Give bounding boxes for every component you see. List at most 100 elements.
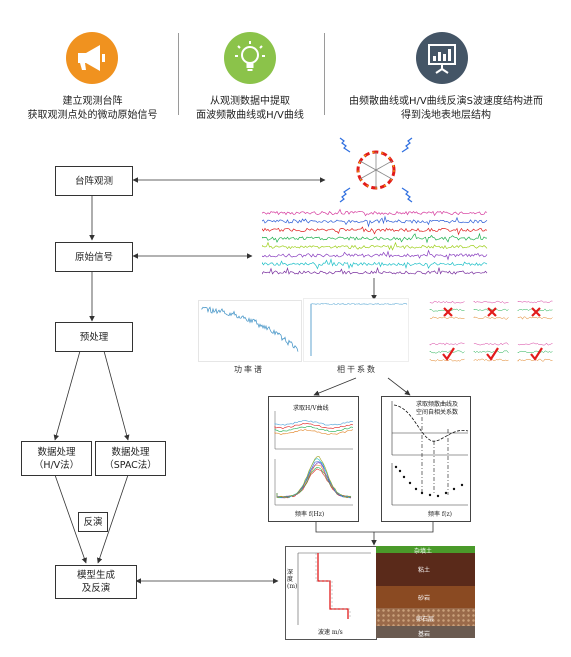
hv-curve — [276, 461, 352, 499]
preprocess-box: 预处理 — [55, 322, 133, 352]
step2-caption: 从观测数据中提取 面波频散曲线或H/V曲线 — [180, 95, 320, 123]
seismic-trace — [262, 208, 488, 217]
grid-trace — [429, 300, 465, 304]
hv-processing-box: 数据处理 （H/V法） — [21, 441, 92, 476]
hv-panel-title: 求取H/V曲线 — [293, 405, 329, 412]
grid-trace — [429, 342, 465, 346]
hv-top-curve — [274, 425, 354, 433]
model-generation-line2: 及反演 — [81, 583, 111, 594]
stratum-label-gravel: 卵石层 — [416, 616, 435, 623]
hv-processing-line2: （H/V法） — [33, 459, 80, 471]
raw-signal-traces — [262, 208, 488, 275]
grid-trace — [473, 358, 509, 362]
velocity-axis-label: 波速 m/s — [318, 629, 343, 636]
seismic-trace — [262, 232, 488, 244]
trace-selection-grid — [429, 300, 553, 363]
stratum-sandstone — [376, 586, 475, 608]
step2-line2: 面波频散曲线或H/V曲线 — [196, 110, 304, 121]
strata-column: 杂填土 粘土 砂岩 卵石层 基岩 — [376, 546, 475, 638]
spac-correlation-curve — [393, 404, 469, 442]
dispersion-point — [436, 494, 440, 498]
grid-trace — [429, 316, 465, 320]
reject-cross-icon — [443, 307, 453, 317]
seismic-trace — [262, 249, 488, 261]
grid-trace — [473, 342, 509, 346]
hv-top-curve — [274, 420, 354, 426]
wave-source-icon — [339, 137, 413, 203]
hv-curve — [276, 468, 352, 499]
grid-trace — [429, 358, 465, 362]
dispersion-point — [408, 481, 412, 485]
grid-trace — [517, 300, 553, 304]
velocity-step-line — [317, 553, 349, 619]
reject-cross-icon — [487, 307, 497, 317]
step1-caption: 建立观测台阵 获取观测点处的微动原始信号 — [10, 95, 175, 123]
stratum-bedrock — [376, 626, 475, 638]
stratum-label-sandstone: 砂岩 — [418, 595, 431, 602]
spac-processing-line1: 数据处理 — [111, 446, 150, 458]
accept-check-icon — [486, 347, 499, 361]
lightbulb-circle — [224, 32, 276, 84]
spac-title-line1: 求取频散曲线及 — [416, 401, 459, 408]
spac-freq-axis-label: 频率 f(z) — [428, 511, 452, 518]
power-spectrum-label: 功率谱 — [234, 365, 264, 374]
seismic-trace — [262, 215, 488, 228]
hv-curve — [276, 456, 352, 499]
grid-trace — [473, 316, 509, 320]
seismic-trace — [262, 226, 488, 236]
dispersion-point — [398, 469, 402, 473]
lightbulb-icon — [235, 41, 265, 71]
model-generation-box: 模型生成 及反演 — [55, 565, 137, 599]
inversion-label: 反演 — [83, 516, 103, 528]
power-spectrum-curve — [201, 306, 299, 352]
accept-check-icon — [530, 347, 543, 361]
hv-curve — [276, 462, 352, 499]
array-observation-label: 台阵观测 — [74, 175, 113, 187]
step1-line2: 获取观测点处的微动原始信号 — [27, 110, 158, 121]
hv-freq-axis-label: 频率 f(Hz) — [295, 511, 325, 518]
dispersion-point — [444, 491, 448, 495]
header-divider-1 — [178, 33, 179, 115]
step2-line1: 从观测数据中提取 — [210, 96, 290, 107]
step1-line1: 建立观测台阵 — [62, 96, 123, 107]
stratum-gravel — [376, 608, 475, 626]
grid-trace — [517, 316, 553, 320]
grid-trace — [517, 342, 553, 346]
megaphone-circle — [66, 32, 118, 84]
header-divider-2 — [324, 33, 325, 115]
seismic-trace — [262, 241, 488, 251]
stratum-label-fill: 杂填土 — [414, 548, 433, 555]
seismic-trace — [262, 258, 488, 270]
step3-caption: 由频散曲线或H/V曲线反演S波速度结构进而 得到浅地表地层结构 — [326, 95, 566, 123]
presentation-board-icon — [428, 44, 456, 74]
dispersion-point — [428, 493, 432, 497]
hv-processing-line1: 数据处理 — [37, 446, 76, 458]
spac-processing-box: 数据处理 （SPAC法） — [95, 441, 166, 476]
hv-top-curve — [274, 429, 354, 435]
coherence-label: 相干系数 — [337, 365, 377, 374]
dispersion-point — [452, 487, 456, 491]
hv-top-curve — [274, 422, 354, 430]
preprocess-label: 预处理 — [79, 331, 109, 343]
seismic-trace — [262, 266, 488, 275]
spac-panel: 求取频散曲线及 空间自相关系数 频率 f(z) — [381, 396, 471, 522]
stratum-clay — [376, 553, 475, 586]
grid-trace — [473, 300, 509, 304]
dispersion-point — [402, 475, 406, 479]
step3-line1: 由频散曲线或H/V曲线反演S波速度结构进而 — [348, 96, 544, 107]
velocity-profile-plot — [297, 552, 371, 625]
grid-trace — [429, 350, 465, 354]
model-generation-line1: 模型生成 — [76, 570, 115, 581]
spac-title-line2: 空间自相关系数 — [416, 409, 459, 416]
raw-signal-box: 原始信号 — [55, 242, 133, 272]
grid-trace — [473, 350, 509, 354]
hv-curve-panel: 求取H/V曲线 频率 f(Hz) — [268, 396, 359, 522]
spac-dispersion-plot — [391, 401, 469, 506]
accept-check-icon — [442, 347, 455, 361]
step3-line2: 得到浅地表地层结构 — [401, 110, 491, 121]
coherence-curve — [310, 302, 408, 306]
megaphone-icon — [78, 45, 105, 71]
power-spectrum-plot — [198, 300, 302, 362]
array-observation-box: 台阵观测 — [55, 166, 133, 196]
